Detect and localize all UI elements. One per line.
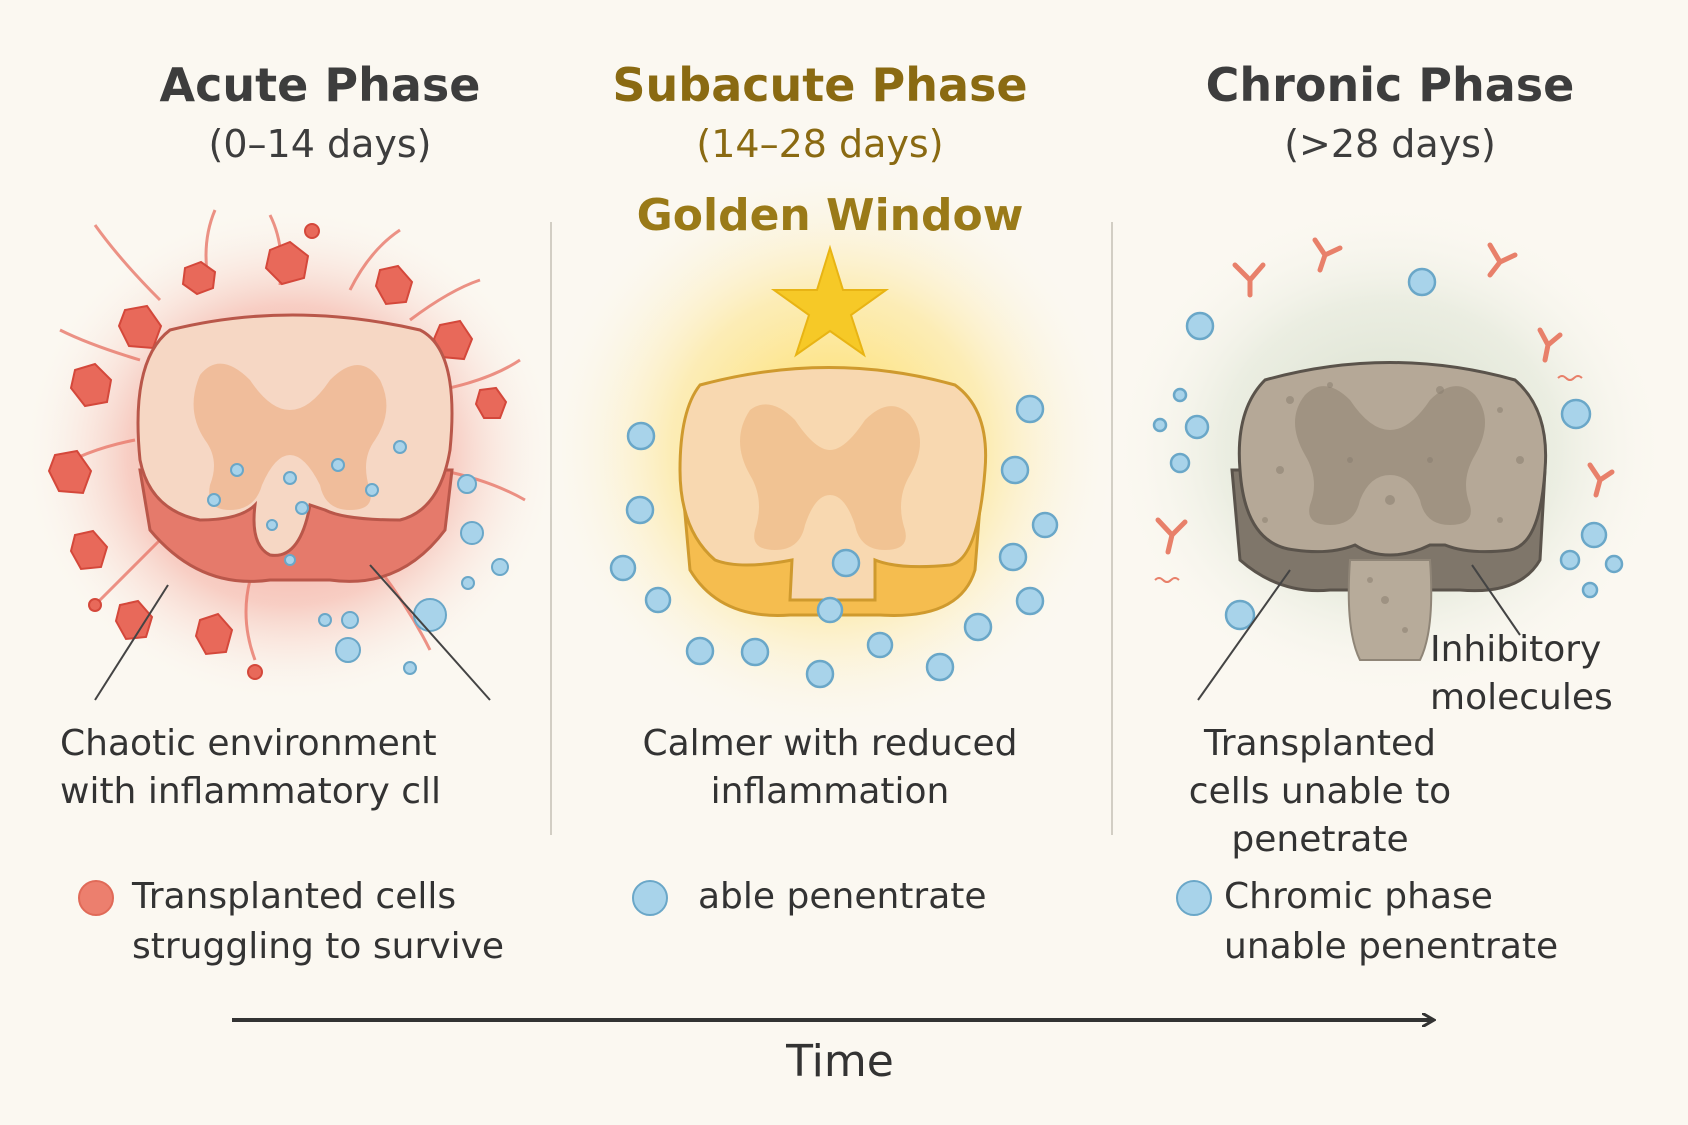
acute-pointer-right [369,564,491,701]
subacute-phase-range: (14–28 days) [696,122,944,166]
inhibitory-molecules-label: Inhibitory molecules [1430,629,1613,718]
star-icon [770,244,890,358]
acute-description: Chaotic environment with inflammatory cl… [60,723,442,812]
acute-legend: Transplanted cells struggling to survive [132,876,505,967]
inhibitory-molecules [1155,237,1615,555]
acute-inflammatory-cells [47,223,508,680]
subacute-blue-cells [609,394,1059,689]
chronic-panel-graphic [1110,200,1670,701]
chronic-pointer-right [1471,564,1521,636]
chronic-pointer-left [1197,569,1291,701]
acute-panel-graphic [20,205,560,705]
subacute-panel-graphic [540,160,1120,740]
subacute-gray-matter [740,404,920,550]
chronic-description: Transplanted cells unable to penetrate [1188,723,1452,860]
chronic-gray-matter [1295,386,1485,525]
acute-pointer-left [94,584,169,701]
acute-phase-range: (0–14 days) [208,122,432,166]
time-axis-label: Time [786,1036,894,1087]
acute-blue-cells [207,440,509,675]
chronic-legend-swatch [1176,880,1212,916]
acute-legend-swatch [78,880,114,916]
subacute-legend: able penentrate [698,876,987,917]
subacute-legend-swatch [632,880,668,916]
subacute-phase-title: Subacute Phase [612,58,1028,112]
chronic-phase-title: Chronic Phase [1205,58,1575,112]
chronic-legend: Chromic phase unable penentrate [1224,876,1559,967]
chronic-squiggles [1154,375,1583,583]
chronic-tissue-pores [1262,382,1524,633]
chronic-scar-stalk [1347,559,1433,661]
chronic-phase-range: (>28 days) [1284,122,1496,166]
chronic-blue-cells [1152,267,1624,631]
acute-phase-title: Acute Phase [159,58,481,112]
subacute-description: Calmer with reduced inflammation [642,723,1018,812]
golden-window-label: Golden Window [636,190,1024,241]
